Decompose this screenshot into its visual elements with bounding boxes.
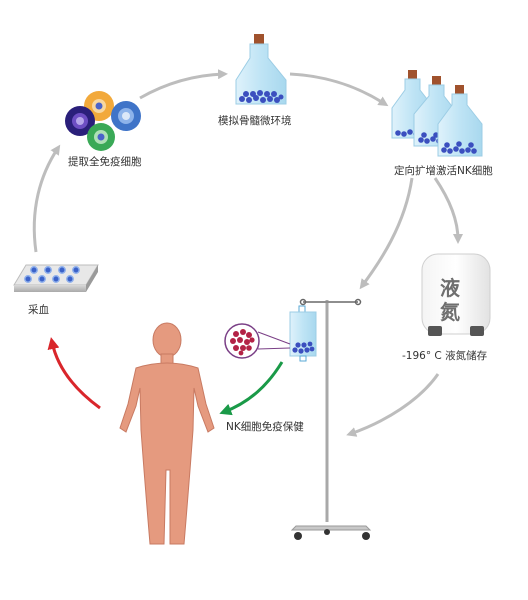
arrow-expand-to-iv [359,177,414,290]
label-nk-immune-care: NK细胞免疫保健 [226,421,304,433]
immune-cells-icon [65,91,141,151]
label-liquid-nitrogen-storage: -196° C 液氮储存 [402,350,488,362]
label-blood-draw: 采血 [28,304,49,316]
arrow-body-to-blood [47,337,101,410]
label-bone-marrow-environment: 模拟骨髓微环境 [218,115,292,127]
arrow-bone-marrow-to-expand [289,72,389,107]
human-body-icon [119,322,215,545]
arrow-expand-to-storage [433,177,463,244]
culture-flask-icon [235,34,287,105]
label-extract-immune-cells: 提取全免疫细胞 [68,156,142,168]
tank-label-line1: 液 [440,276,460,300]
nk-cells-magnified-icon [224,323,291,359]
tank-label-line2: 氮 [440,300,460,324]
liquid-nitrogen-tank-icon [421,253,491,336]
arrow-blood-to-extract [32,144,61,253]
label-expand-nk-cells: 定向扩增激活NK细胞 [394,165,493,177]
iv-stand-icon [289,298,372,540]
expansion-flasks-icon [391,70,483,157]
arrow-storage-to-iv [346,373,440,437]
blood-sample-plate-icon [13,264,99,292]
arrow-extract-to-bone-marrow [139,69,228,100]
arrow-iv-to-body [219,361,284,416]
